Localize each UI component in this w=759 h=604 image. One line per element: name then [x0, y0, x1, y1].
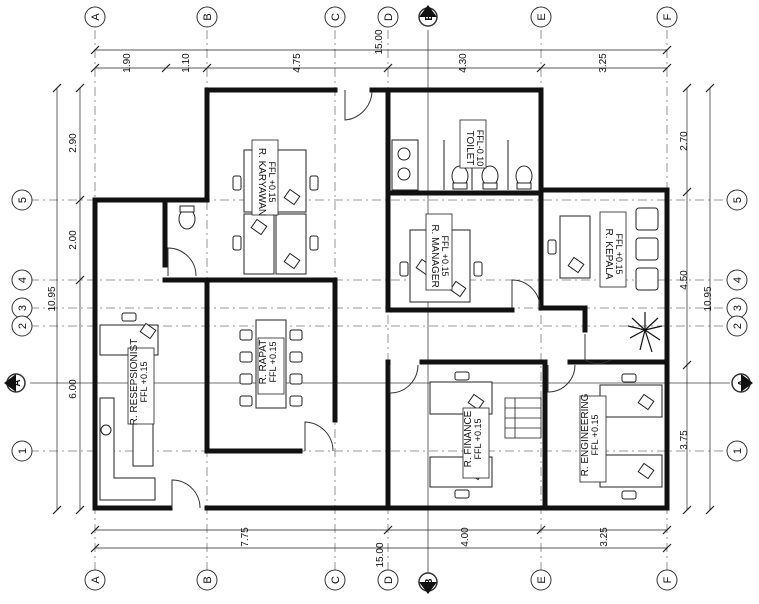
dim-left-seg-1: 2.90 — [68, 133, 79, 153]
grid-bubbles-left: 5 4 3 2 1 — [11, 189, 33, 462]
dim-right-total: 10.95 — [703, 286, 714, 311]
dim-bottom-seg-3: 3.25 — [599, 527, 610, 547]
room-level-kepala: FFL +0.15 — [614, 234, 624, 275]
room-name-manager: R. MANAGER — [429, 224, 440, 287]
axis-label-top-b: B — [202, 13, 214, 20]
axis-label-bottom-a: A — [90, 576, 102, 584]
axis-label-bottom-f: F — [662, 576, 674, 583]
dim-right-seg-1: 2.70 — [679, 131, 690, 151]
room-name-karyawan: R. KARYAWAN — [256, 148, 267, 216]
grid-bubbles-top: A B C D E F — [84, 6, 678, 28]
axis-label-right-2: 2 — [732, 323, 744, 329]
axis-label-left-2: 2 — [17, 323, 29, 329]
room-level-finance: FFL +0.15 — [473, 419, 483, 460]
doors — [167, 90, 612, 509]
section-marker-b-top: B — [418, 5, 438, 27]
room-level-toilet: FFL-0.10 — [475, 130, 485, 167]
axis-label-bottom-b: B — [202, 576, 214, 583]
dim-right-seg-2: 4.50 — [679, 270, 690, 290]
dim-top-seg-3: 4.75 — [292, 53, 303, 73]
room-name-kepala: R. KEPALA — [603, 229, 614, 280]
room-name-toilet: TOILET — [464, 131, 475, 166]
axis-label-right-4: 4 — [732, 277, 744, 283]
dim-left-seg-3: 6.00 — [68, 379, 79, 399]
room-name-finance: R. FINANCE — [463, 410, 474, 467]
axis-label-right-3: 3 — [732, 305, 744, 311]
dim-bottom-seg-2: 4.00 — [460, 527, 471, 547]
axis-label-top-c: C — [330, 13, 342, 21]
room-name-resepsionist: R. RESEPSIONIST — [129, 339, 140, 426]
dimension-bottom: 7.75 4.00 3.25 15.00 — [90, 525, 672, 568]
section-label-a-left: A — [12, 379, 23, 386]
section-label-b-bottom: B — [424, 578, 435, 585]
axis-label-top-d: D — [383, 13, 395, 21]
room-level-rapat: FFL +0.15 — [268, 342, 278, 383]
room-label-box-rapat — [257, 337, 285, 395]
kepala-furniture — [547, 207, 659, 291]
section-marker-a-left: A — [4, 373, 26, 393]
section-label-a-right: A — [737, 379, 748, 386]
room-name-rapat: R. RAPAT — [258, 340, 269, 385]
dim-top-seg-2: 1.10 — [181, 53, 192, 73]
axis-label-left-1: 1 — [17, 448, 29, 454]
dim-bottom-total: 15.00 — [375, 542, 386, 567]
dimension-left: 10.95 2.90 2.00 6.00 — [47, 83, 85, 515]
walls — [92, 87, 670, 511]
room-label-box-karyawan — [251, 139, 279, 216]
room-name-engineering: R. ENGINEERING — [580, 393, 591, 476]
room-level-resepsionist: FFL +0.15 — [139, 362, 149, 403]
room-label-box-finance — [462, 407, 490, 479]
grid-bubbles-right: 5 4 3 2 1 — [726, 189, 748, 462]
dimension-right: 2.70 4.50 3.75 10.95 — [679, 83, 715, 515]
dim-left-total: 10.95 — [47, 286, 58, 311]
dimension-top: 15.00 1.90 1.10 4.75 4.30 3.25 — [90, 29, 672, 73]
room-level-manager: FFL +0.15 — [440, 236, 450, 277]
room-level-karyawan: FFL +0.15 — [267, 162, 277, 203]
section-marker-b-bottom: B — [418, 572, 438, 594]
grid-bubbles-bottom: A B C D E F — [84, 569, 678, 591]
room-label-box-resepsionist — [127, 347, 155, 425]
dim-right-seg-3: 3.75 — [679, 430, 690, 450]
axis-label-right-5: 5 — [732, 197, 744, 203]
room-label-box-manager — [425, 213, 453, 291]
room-label-box-kepala — [599, 211, 627, 288]
room-level-engineering: FFL +0.15 — [590, 415, 600, 456]
plant — [627, 312, 663, 353]
section-marker-a-right: A — [731, 373, 753, 393]
axis-label-left-4: 4 — [17, 277, 29, 283]
room-label-box-engineering — [579, 395, 607, 483]
dim-bottom-seg-1: 7.75 — [240, 527, 251, 547]
dim-top-total: 15.00 — [374, 29, 385, 54]
dim-left-seg-2: 2.00 — [68, 230, 79, 250]
engineering-furniture — [599, 373, 663, 500]
dim-top-seg-5: 3.25 — [598, 53, 609, 73]
toilet-fixtures — [178, 139, 533, 230]
axis-label-left-5: 5 — [17, 197, 29, 203]
stairs — [504, 397, 542, 439]
axis-label-right-1: 1 — [732, 448, 744, 454]
axis-label-left-3: 3 — [17, 305, 29, 311]
axis-label-top-a: A — [90, 13, 102, 21]
dim-top-seg-4: 4.30 — [458, 53, 469, 73]
axis-label-top-e: E — [536, 13, 548, 20]
room-label-box-toilet — [459, 119, 487, 169]
axis-label-bottom-d: D — [383, 576, 395, 584]
axis-label-top-f: F — [662, 13, 674, 20]
axis-label-bottom-c: C — [330, 576, 342, 584]
dim-top-seg-1: 1.90 — [122, 53, 133, 73]
resepsionist-furniture — [99, 312, 159, 501]
section-label-b-top: B — [424, 13, 435, 20]
axis-label-bottom-e: E — [536, 576, 548, 583]
